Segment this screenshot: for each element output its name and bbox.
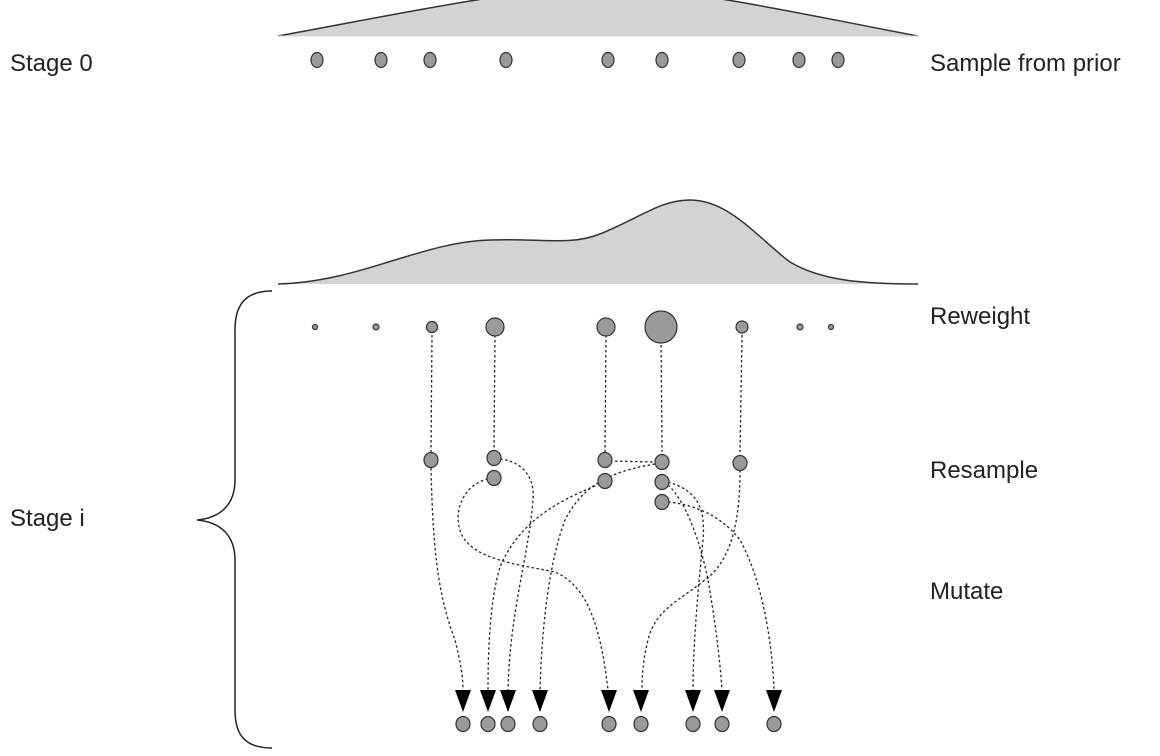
weighted-particle <box>644 310 678 344</box>
weighted-particle <box>372 323 380 331</box>
prior-density <box>278 0 918 36</box>
mutated-particle <box>766 715 782 733</box>
weighted-particle <box>796 323 804 331</box>
mutate-link <box>667 481 705 691</box>
arrowhead-icon <box>685 690 701 712</box>
posterior-density <box>278 200 918 284</box>
prior-particle <box>423 51 437 69</box>
mutated-particle <box>532 715 548 733</box>
arrowhead-icon <box>601 690 617 712</box>
reweight-to-resample-link <box>739 334 743 453</box>
reweight-to-resample-link <box>660 334 663 453</box>
mutate-link <box>499 458 534 691</box>
mutated-particle <box>685 715 701 733</box>
reweight-label: Reweight <box>930 303 1031 330</box>
mutate-link <box>457 478 609 691</box>
resampled-particle <box>423 451 439 469</box>
arrowhead-icon <box>480 690 496 712</box>
mutated-particle <box>480 715 496 733</box>
stage-i-label: Stage i <box>10 505 85 532</box>
prior-particle <box>499 51 513 69</box>
stage-i-brace <box>196 290 273 749</box>
prior-density-outline <box>277 0 919 37</box>
reweight-to-resample-link <box>604 334 607 453</box>
resampled-particle <box>732 454 748 472</box>
mutate-link <box>487 483 601 691</box>
resample-label: Resample <box>930 457 1039 484</box>
mutated-particle <box>601 715 617 733</box>
weighted-particle <box>735 320 749 334</box>
resampled-particle <box>654 453 670 471</box>
reweight-to-resample-link <box>430 334 433 453</box>
particle-links <box>430 334 782 712</box>
mutate-link <box>430 467 464 691</box>
arrowhead-icon <box>500 690 516 712</box>
reweight-to-resample-link <box>493 334 496 453</box>
posterior-density-outline <box>277 199 919 285</box>
arrowhead-icon <box>633 690 649 712</box>
mutate-link <box>609 460 656 463</box>
resampled-particle <box>654 473 670 491</box>
arrowhead-icon <box>714 690 730 712</box>
prior-particle <box>831 51 845 69</box>
arrowhead-icon <box>766 690 782 712</box>
mutated-particle <box>500 715 516 733</box>
prior-particle <box>601 51 615 69</box>
mutated-particle <box>633 715 649 733</box>
mutate-link <box>667 501 775 691</box>
prior-particle <box>655 51 669 69</box>
mutate-link <box>539 463 656 691</box>
stage-0-label: Stage 0 <box>10 50 93 77</box>
mutate-link <box>641 469 741 691</box>
mutated-particle <box>714 715 730 733</box>
prior-particle <box>792 51 806 69</box>
weighted-particle <box>311 323 319 331</box>
mutate-label: Mutate <box>930 578 1004 605</box>
resampled-particle <box>486 449 502 467</box>
weighted-particle <box>425 320 439 334</box>
arrowhead-icon <box>532 690 548 712</box>
mutated-particle <box>455 715 471 733</box>
particles <box>310 51 845 733</box>
resampled-particle <box>486 469 502 487</box>
prior-particle <box>732 51 746 69</box>
weighted-particle <box>485 317 505 337</box>
arrowhead-icon <box>455 690 471 712</box>
resampled-particle <box>597 451 613 469</box>
prior-particle <box>310 51 324 69</box>
resampled-particle <box>654 493 670 511</box>
weighted-particle <box>827 323 835 331</box>
prior-particle <box>374 51 388 69</box>
resampled-particle <box>597 472 613 490</box>
weighted-particle <box>596 317 616 337</box>
sample-from-prior-label: Sample from prior <box>930 50 1121 77</box>
